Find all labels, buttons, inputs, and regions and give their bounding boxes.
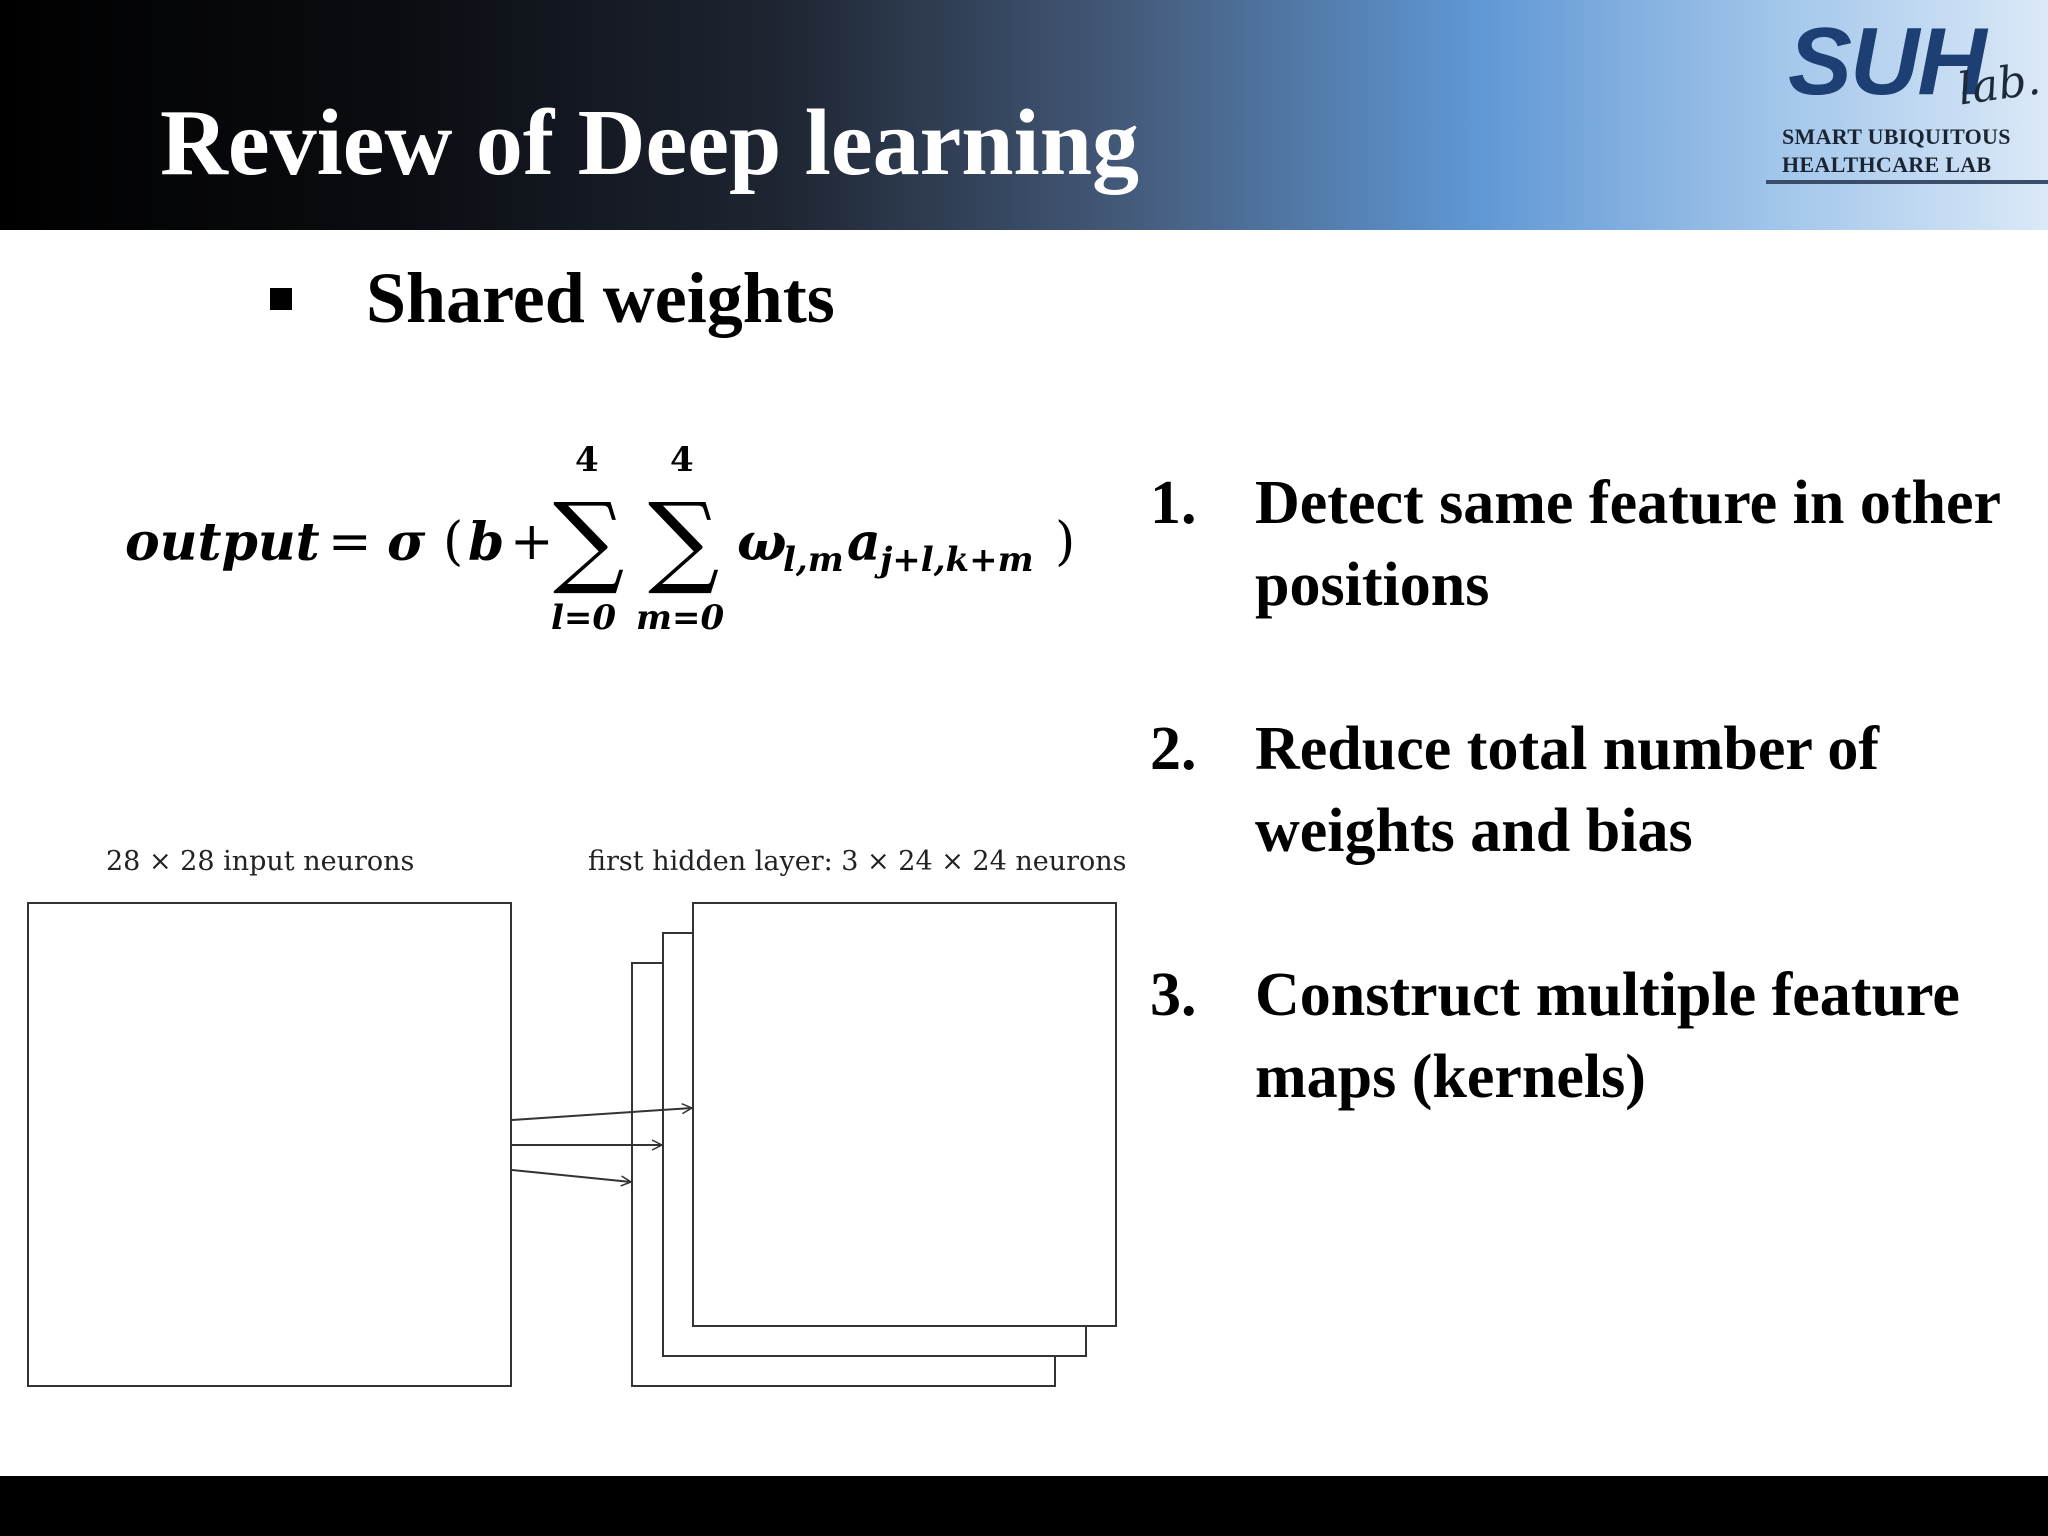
suh-lab-logo: SUH lab. SMART UBIQUITOUS HEALTHCARE LAB <box>1762 12 2048 188</box>
sum1-lower-limit: l=0 <box>551 598 617 638</box>
logo-line-2: HEALTHCARE LAB <box>1782 152 1992 177</box>
formula-output: output <box>125 512 320 573</box>
slide-header: Review of Deep learning SUH lab. SMART U… <box>0 0 2048 230</box>
input-layer-caption: 28 × 28 input neurons <box>106 846 415 877</box>
sum2-upper-limit: 4 <box>670 440 694 480</box>
formula-equals: = <box>328 512 372 572</box>
formula-close-paren: ) <box>1055 512 1076 572</box>
formula-open-paren: ( <box>443 512 464 572</box>
list-text: Detect same feature in other positions <box>1255 469 2000 619</box>
sum2-lower-limit: m=0 <box>636 598 725 638</box>
logo-wordmark: SUH <box>1788 8 1987 115</box>
sum1-symbol: ∑ <box>553 481 625 598</box>
section-subtitle: Shared weights <box>366 258 835 338</box>
arrow-to-map-1 <box>511 1108 692 1121</box>
slide-title: Review of Deep learning <box>160 91 1139 195</box>
formula-activation: a <box>847 512 881 573</box>
formula-sigma: σ <box>387 512 426 573</box>
hidden-layer-caption: first hidden layer: 3 × 24 × 24 neurons <box>588 846 1127 877</box>
arrow-to-map-3 <box>511 1169 631 1182</box>
input-layer-box <box>27 902 512 1387</box>
list-number: 2. <box>1150 715 1197 783</box>
sum2-symbol: ∑ <box>648 481 720 598</box>
shared-weights-formula: output = σ ( b + 4 ∑ l=0 4 ∑ m=0 ω l,m a… <box>125 440 1105 650</box>
list-text: Construct multiple feature maps (kernels… <box>1255 961 1960 1111</box>
logo-line-1: SMART UBIQUITOUS <box>1782 124 2011 149</box>
square-bullet-icon <box>270 288 292 310</box>
sum1-upper-limit: 4 <box>575 440 599 480</box>
feature-map-1 <box>692 902 1117 1327</box>
list-number: 3. <box>1150 961 1197 1029</box>
formula-weight: ω <box>737 512 787 573</box>
formula-bias: b <box>468 512 505 573</box>
list-text: Reduce total number of weights and bias <box>1255 715 1879 865</box>
formula-weight-subscript: l,m <box>783 540 844 580</box>
logo-underline <box>1766 180 2048 184</box>
list-number: 1. <box>1150 469 1197 537</box>
slide-footer-bar <box>0 1476 2048 1536</box>
formula-plus: + <box>510 512 554 572</box>
formula-activation-subscript: j+l,k+m <box>880 540 1034 580</box>
